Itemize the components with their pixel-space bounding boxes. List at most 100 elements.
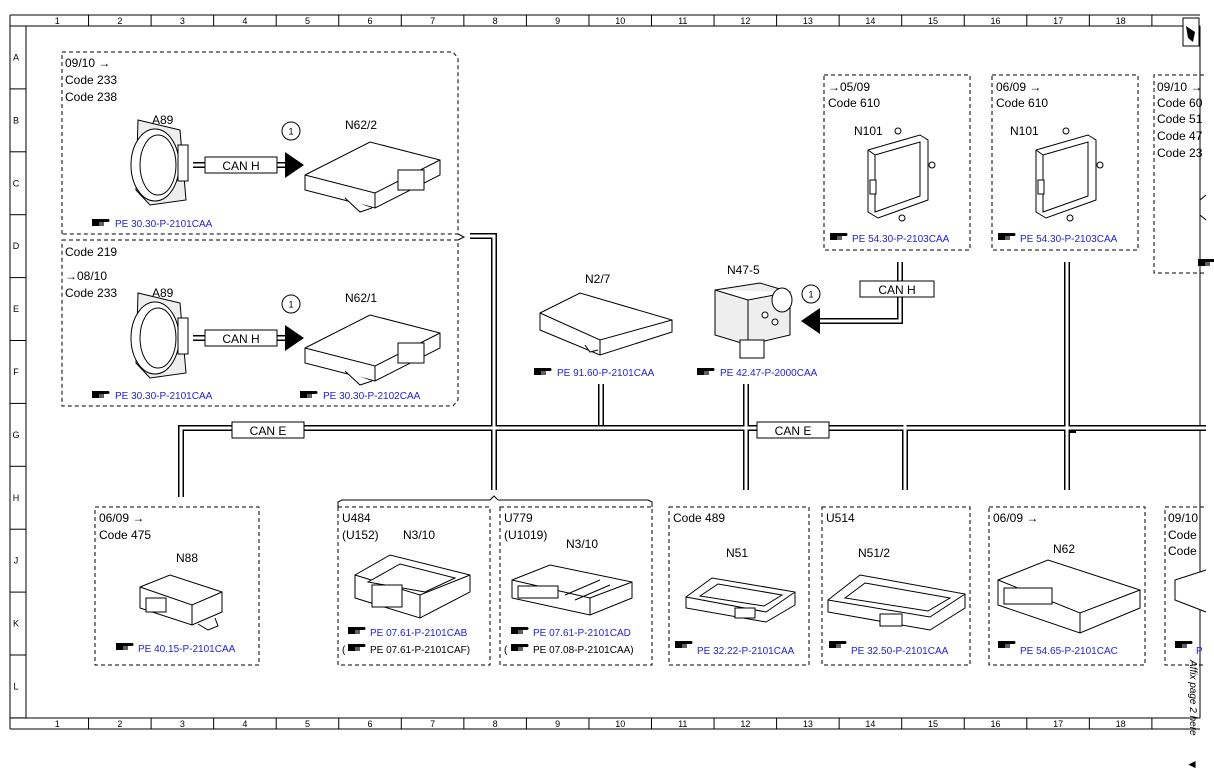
cut-tr-line-2: Code 60 bbox=[1157, 96, 1203, 110]
svg-text:PE 91.60-P-2101CAA: PE 91.60-P-2101CAA bbox=[557, 368, 655, 379]
column-label: 2 bbox=[117, 719, 122, 729]
can-e-left-label: CAN E bbox=[250, 424, 287, 438]
pointing-hand-icon bbox=[347, 643, 366, 652]
affix-text: Affix page 2 here bbox=[1187, 659, 1198, 736]
can-e-bus bbox=[178, 233, 1206, 497]
svg-text:PE 30.30-P-2101CAA: PE 30.30-P-2101CAA bbox=[115, 219, 213, 230]
n101-a-label: N101 bbox=[854, 124, 883, 138]
svg-text:PE 30.30-P-2102CAA: PE 30.30-P-2102CAA bbox=[323, 391, 421, 402]
svg-text:PE 30.30-P-2101CAA: PE 30.30-P-2101CAA bbox=[115, 391, 213, 402]
svg-text:PE 32.22-P-2101CAA: PE 32.22-P-2101CAA bbox=[697, 646, 795, 657]
row-label: G bbox=[12, 430, 19, 440]
n62-1-code-2: Code 233 bbox=[65, 286, 117, 300]
row-label: F bbox=[13, 367, 19, 377]
svg-text:1: 1 bbox=[288, 127, 293, 137]
pointing-hand-icon bbox=[510, 643, 529, 652]
can-e-left-label-box bbox=[231, 421, 305, 439]
column-label: 18 bbox=[1116, 16, 1126, 26]
row-label: E bbox=[13, 304, 19, 314]
n3-10-b-module bbox=[511, 564, 633, 616]
column-label: 10 bbox=[615, 16, 625, 26]
pointing-hand-icon bbox=[997, 232, 1016, 241]
svg-text:PE 54.65-P-2101CAC: PE 54.65-P-2101CAC bbox=[1020, 646, 1118, 657]
n62-1-module bbox=[304, 314, 441, 386]
ref-n62-2[interactable]: PE 30.30-P-2101CAA bbox=[91, 218, 213, 230]
column-label: 4 bbox=[242, 16, 247, 26]
ref-n62-1-b[interactable]: PE 30.30-P-2102CAA bbox=[299, 390, 421, 402]
circle-marker: 1 bbox=[281, 121, 301, 141]
ref-n3-10-b-1[interactable]: PE 07.61-P-2101CAD bbox=[510, 626, 631, 639]
can-h-n62-2-link bbox=[193, 152, 304, 178]
n3-10-b-ref2-paren: ( bbox=[504, 645, 508, 656]
svg-text:PE 42.47-P-2000CAA: PE 42.47-P-2000CAA bbox=[720, 368, 818, 379]
ref-n3-10-a-2[interactable]: PE 07.61-P-2101CAF) bbox=[347, 643, 470, 656]
n88-validity: 06/09 → bbox=[99, 511, 144, 525]
n62-validity: 06/09 → bbox=[993, 511, 1038, 525]
column-label: 8 bbox=[493, 719, 498, 729]
pointing-hand-icon bbox=[997, 640, 1016, 649]
column-label: 4 bbox=[242, 719, 247, 729]
column-label: 7 bbox=[430, 719, 435, 729]
pointing-hand-icon bbox=[115, 642, 134, 651]
pointing-hand-icon bbox=[533, 367, 552, 376]
column-label: 7 bbox=[430, 16, 435, 26]
ref-n3-10-b-2[interactable]: PE 07.08-P-2101CAA) bbox=[510, 643, 634, 656]
column-label: 2 bbox=[117, 16, 122, 26]
ref-cut-br[interactable]: P bbox=[1174, 640, 1203, 657]
n62-1-validity: →08/10 bbox=[65, 269, 107, 283]
can-h-n62-1-label: CAN H bbox=[222, 332, 259, 346]
n101-b-validity: 06/09 → bbox=[996, 80, 1041, 94]
a89-label-2: A89 bbox=[152, 286, 174, 300]
column-label: 14 bbox=[865, 719, 875, 729]
svg-text:PE 07.61-P-2101CAF): PE 07.61-P-2101CAF) bbox=[370, 645, 470, 656]
svg-text:PE 07.61-P-2101CAB: PE 07.61-P-2101CAB bbox=[370, 628, 468, 639]
can-h-n101-link bbox=[801, 262, 935, 334]
column-label: 15 bbox=[928, 719, 938, 729]
ref-n101-b[interactable]: PE 54.30-P-2103CAA bbox=[997, 232, 1118, 245]
row-label: K bbox=[13, 619, 19, 629]
affix-arrow: ◄ bbox=[1186, 757, 1198, 771]
circle-marker: 1 bbox=[801, 284, 821, 304]
ref-n47-5[interactable]: PE 42.47-P-2000CAA bbox=[696, 367, 818, 379]
column-label: 3 bbox=[180, 16, 185, 26]
cut-br-part bbox=[1174, 569, 1207, 613]
column-label: 6 bbox=[368, 719, 373, 729]
n62-2-module bbox=[304, 141, 441, 213]
ref-n62[interactable]: PE 54.65-P-2101CAC bbox=[997, 640, 1118, 657]
row-label: C bbox=[13, 178, 20, 188]
column-label: 9 bbox=[555, 719, 560, 729]
ref-n51-2[interactable]: PE 32.50-P-2101CAA bbox=[828, 640, 949, 657]
n3-10-a-code-1: U484 bbox=[342, 511, 371, 525]
column-label: 13 bbox=[803, 719, 813, 729]
cut-tr-line-4: Code 47 bbox=[1157, 129, 1203, 143]
n2-7-label: N2/7 bbox=[585, 272, 611, 286]
svg-text:PE 07.61-P-2101CAD: PE 07.61-P-2101CAD bbox=[533, 628, 631, 639]
pointing-hand-icon bbox=[674, 640, 693, 649]
ref-n88[interactable]: PE 40.15-P-2101CAA bbox=[115, 642, 236, 655]
column-label: 5 bbox=[305, 719, 310, 729]
n101-b-module bbox=[1035, 127, 1104, 222]
column-label: 6 bbox=[368, 16, 373, 26]
ref-n2-7[interactable]: PE 91.60-P-2101CAA bbox=[533, 367, 655, 379]
pointing-hand-icon bbox=[828, 640, 847, 649]
n62-2-box bbox=[61, 51, 459, 235]
ref-n51[interactable]: PE 32.22-P-2101CAA bbox=[674, 640, 795, 657]
ref-n62-1-a[interactable]: PE 30.30-P-2101CAA bbox=[91, 390, 213, 402]
pointing-hand-icon bbox=[91, 218, 110, 227]
can-h-n101-label: CAN H bbox=[878, 283, 915, 297]
ref-n101-a[interactable]: PE 54.30-P-2103CAA bbox=[829, 232, 950, 245]
n51-label: N51 bbox=[726, 546, 748, 560]
cut-br-line-2: Code bbox=[1168, 528, 1197, 542]
can-e-right-label-box bbox=[756, 421, 830, 439]
pointing-hand-icon bbox=[1197, 258, 1214, 267]
n88-label: N88 bbox=[176, 551, 198, 565]
n62-2-label: N62/2 bbox=[345, 118, 377, 132]
n62-module bbox=[997, 559, 1141, 634]
n101-b-label: N101 bbox=[1010, 124, 1039, 138]
ref-n3-10-a-1[interactable]: PE 07.61-P-2101CAB bbox=[347, 626, 468, 639]
pointing-hand-icon bbox=[299, 390, 318, 399]
n3-10-b-code-2: (U1019) bbox=[504, 528, 547, 542]
n62-2-code-2: Code 238 bbox=[65, 90, 117, 104]
affix-marker bbox=[1182, 17, 1200, 47]
